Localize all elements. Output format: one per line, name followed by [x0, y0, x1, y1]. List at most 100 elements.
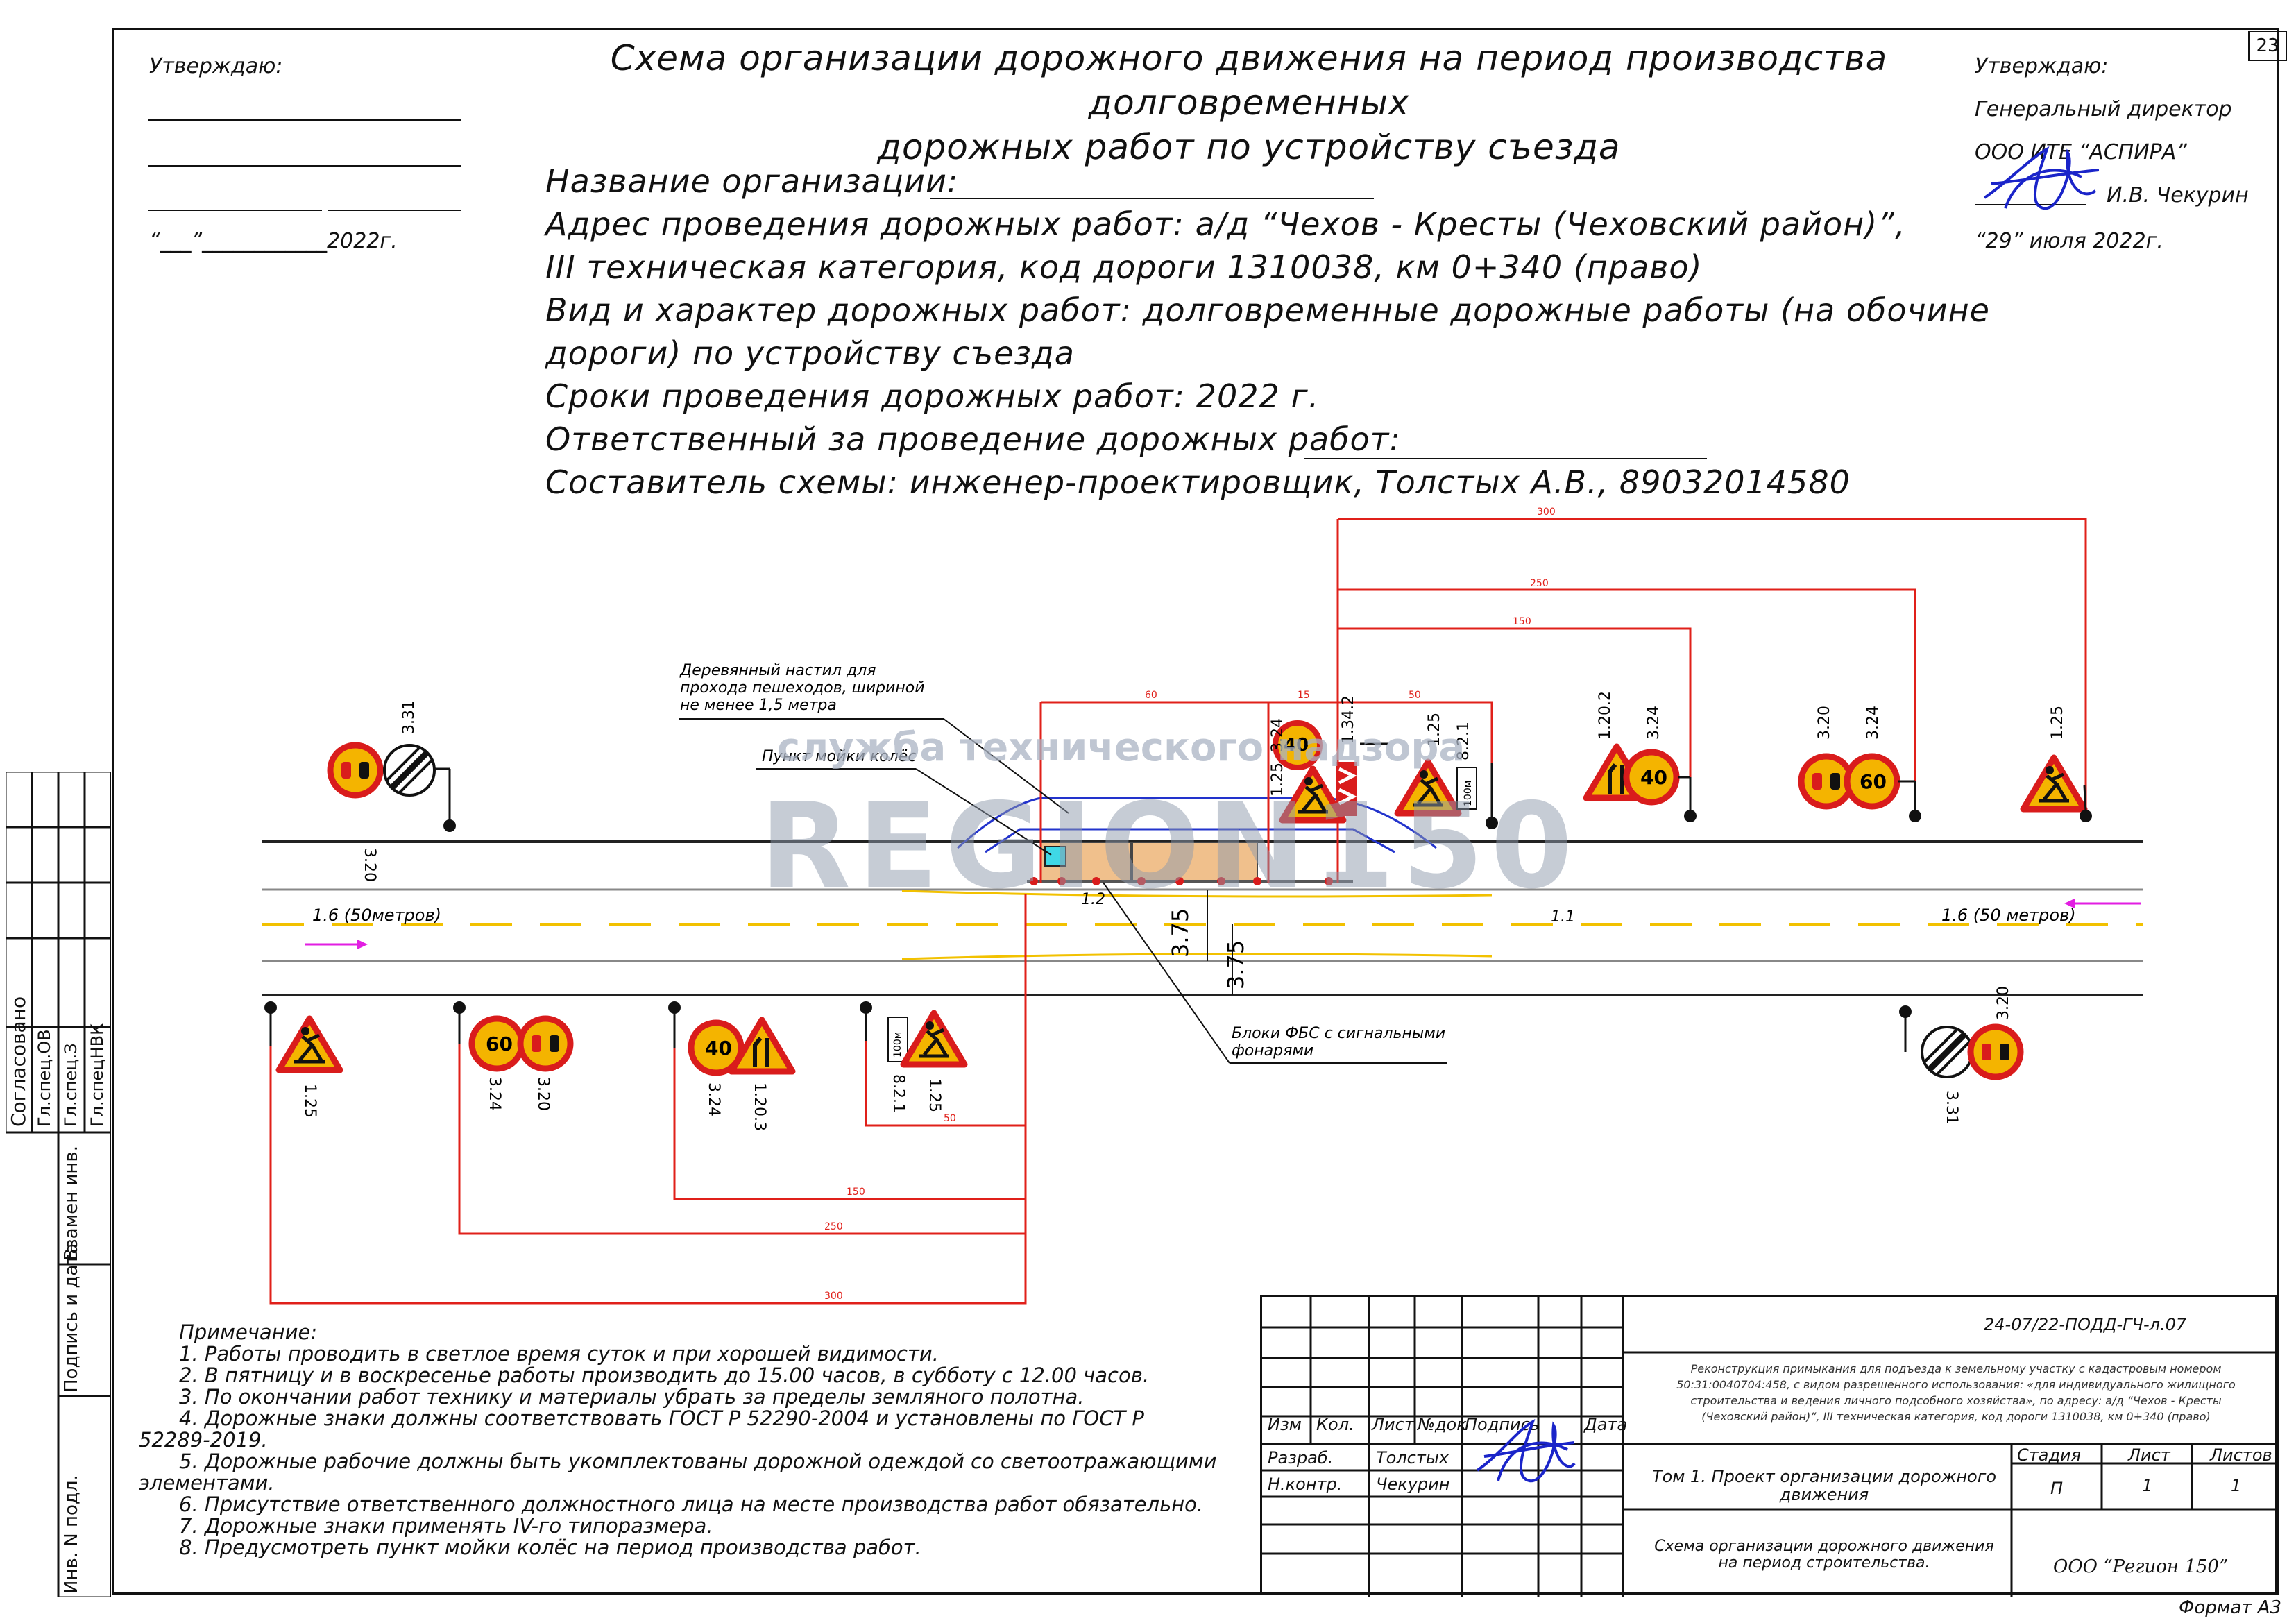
sign-group-top-overtake: [1801, 756, 1921, 822]
speed-bot-60: 60: [486, 1033, 513, 1055]
label-bot-320c: 3.20: [1995, 986, 2012, 1020]
label-top-821: 8.2.1: [1455, 722, 1472, 760]
note-item: 1. Работы проводить в светлое время суто…: [179, 1342, 939, 1366]
note-item: 7. Дорожные знаки применять IV-го типора…: [179, 1514, 713, 1538]
info-work-type-cont: дороги) по устройству съезда: [545, 334, 1075, 372]
company-name: ООО “Регион 150”: [2053, 1556, 2229, 1577]
info-responsible: Ответственный за проведение дорожных раб…: [545, 420, 1401, 458]
label-top-324b: 3.24: [1645, 706, 1663, 740]
note-item: 2. В пятницу и в воскресенье работы прои…: [179, 1363, 1150, 1387]
signal-lamps: [1030, 877, 1333, 885]
traffic-scheme: 1.6 (50метров) 1.6 (50 метров) 1.1 1.2 3…: [262, 507, 2143, 1305]
approve-right-org: ООО ИТЕ “АСПИРА”: [1975, 140, 2187, 164]
info-author: Составитель схемы: инженер-проектировщик…: [545, 464, 1851, 501]
approve-left-line-3a: [148, 210, 322, 211]
label-bot-324b: 3.24: [705, 1082, 722, 1116]
side-approval-block: Согласовано Гл.спец.ОВ Гл.спец.З Гл.спец…: [6, 772, 111, 1597]
title-block: 24-07/22-ПОДД-ГЧ-л.07 Реконструкция прим…: [1260, 1295, 2279, 1597]
note-item: 6. Присутствие ответственного должностно…: [179, 1493, 1204, 1516]
approve-right-sign-line: [1975, 204, 2086, 205]
speed-top-40: 40: [1284, 735, 1309, 756]
dim-top-15: 15: [1298, 690, 1310, 701]
title-block-grid: [1262, 1297, 2279, 1597]
marking-label-right: 1.6 (50 метров): [1941, 906, 2076, 925]
header-kol: Кол.: [1316, 1415, 1354, 1434]
dim-bottom-150: 150: [847, 1187, 865, 1198]
note-item: 8. Предусмотреть пункт мойки колёс на пе…: [179, 1536, 921, 1559]
info-period: Сроки проведения дорожных работ: 2022 г.: [545, 377, 1320, 415]
drawing-frame: [112, 28, 2279, 1595]
project-description: Реконструкция примыкания для подъезда к …: [1651, 1361, 2261, 1425]
info-address: Адрес проведения дорожных работ: а/д “Че…: [545, 205, 1906, 243]
side-sign-date: Подпись и дата: [61, 1243, 82, 1393]
dim-top-250: 250: [1530, 578, 1549, 589]
sign-group-top-right: [2023, 758, 2092, 822]
label-top-1202: 1.20.2: [1597, 691, 1614, 740]
callout-walkway-2: прохода пешеходов, шириной: [680, 679, 925, 697]
sign-group-bottom-1: [264, 1001, 340, 1070]
label-top-320: 3.20: [361, 848, 378, 882]
sign-group-top-left: [330, 745, 456, 832]
sign-group-top-work: [1273, 720, 1498, 829]
label-bot-331: 3.31: [1943, 1091, 1960, 1125]
dim-top-50: 50: [1409, 690, 1421, 701]
side-inv-orig: Инв. N подл.: [61, 1475, 82, 1594]
label-top-331: 3.31: [400, 700, 418, 734]
watermark-logo: REGION150: [760, 778, 1579, 915]
dim-top-300: 300: [1537, 507, 1556, 518]
watermark-text: служба технического надзора: [777, 725, 1465, 770]
arrow-left-head: [357, 940, 368, 949]
scheme-line-1: Схема организации дорожного движения: [1654, 1538, 1994, 1555]
info-org: Название организации:: [545, 162, 959, 200]
volume-line-1: Том 1. Проект организации дорожного: [1651, 1467, 1997, 1486]
approve-right-label: Утверждаю:: [1975, 54, 2109, 78]
approve-right-name: И.В. Чекурин: [2107, 183, 2249, 207]
sheets-value: 1: [2231, 1476, 2242, 1495]
sheet-number: 23: [2248, 31, 2287, 61]
wheel-wash: [1044, 846, 1066, 867]
volume-line-2: движения: [1779, 1485, 1869, 1504]
approve-left-line-1: [148, 119, 461, 121]
sign-group-bottom-5: [1899, 1005, 2021, 1077]
signature-director: [1983, 146, 2100, 210]
lane-width-dim: [1207, 890, 1233, 995]
header-list: Лист: [1372, 1415, 1414, 1434]
header-ndoc: №док: [1418, 1415, 1467, 1434]
doc-code: 24-07/22-ПОДД-ГЧ-л.07: [1984, 1315, 2187, 1334]
plate-top: 100м: [1463, 781, 1474, 806]
side-agreed: Согласовано: [7, 996, 30, 1127]
approve-left-line-2: [148, 165, 461, 167]
marking-label-11: 1.1: [1551, 908, 1575, 926]
speed-bot-40: 40: [705, 1037, 732, 1060]
header-date: Дата: [1584, 1415, 1628, 1434]
format-label: Формат А3: [2179, 1597, 2282, 1618]
label-top-125b: 1.25: [1426, 713, 1443, 747]
note-item: элементами.: [139, 1471, 275, 1495]
description-line-3: строительства и ведения личного подсобно…: [1690, 1394, 2222, 1407]
info-org-blank: [930, 198, 1374, 199]
label-bot-320: 3.20: [534, 1077, 552, 1111]
stage-label: Стадия: [2017, 1445, 2082, 1465]
approve-left-line-3b: [328, 210, 461, 211]
note-item: 4. Дорожные знаки должны соответствовать…: [179, 1407, 1144, 1430]
marking-label-left: 1.6 (50метров): [312, 906, 441, 925]
scheme-line-2: на период строительства.: [1718, 1554, 1930, 1572]
dim-top-60: 60: [1145, 690, 1157, 701]
note-item: 52289-2019.: [139, 1428, 268, 1452]
pedestrian-walkway-inner: [985, 828, 1395, 853]
label-bot-324: 3.24: [486, 1077, 503, 1111]
side-grid: [6, 772, 111, 1597]
sign-group-top-narrow: [1586, 747, 1697, 822]
info-category: III техническая категория, код дороги 13…: [545, 248, 1703, 286]
side-spec-ov: Гл.спец.ОВ: [35, 1029, 54, 1127]
label-top-125c: 1.25: [2049, 706, 2066, 740]
header-izm: Изм: [1268, 1415, 1302, 1434]
lane-shift-line: [901, 953, 1493, 960]
role-norm-control: Н.контр.: [1268, 1475, 1343, 1494]
dim-bottom: [269, 894, 1027, 1305]
side-spec-nvk: Гл.спецНВК: [87, 1023, 107, 1127]
dim-top-150: 150: [1513, 616, 1531, 627]
plate-bottom: 100м: [892, 1032, 903, 1057]
dim-bottom-50: 50: [944, 1113, 956, 1124]
label-bot-821: 8.2.1: [890, 1074, 907, 1113]
